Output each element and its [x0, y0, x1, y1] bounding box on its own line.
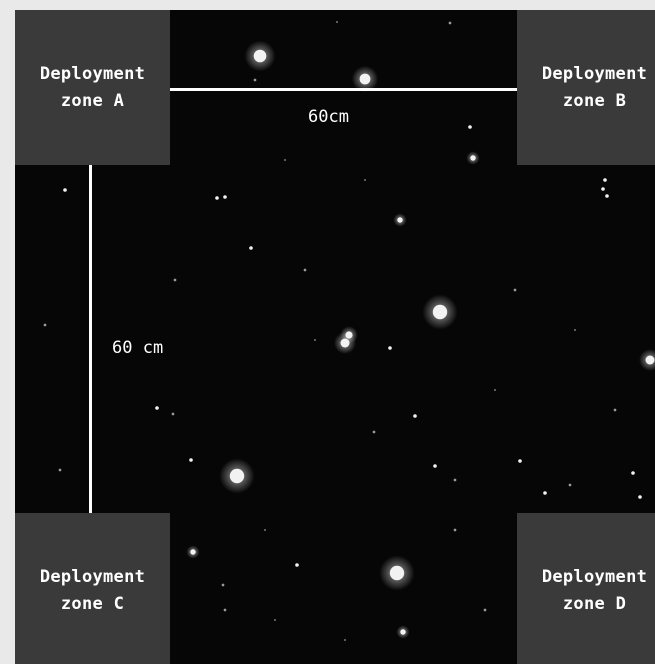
star — [413, 414, 417, 418]
star — [468, 125, 472, 129]
star — [494, 389, 496, 391]
star — [253, 78, 257, 82]
horizontal-measure-label: 60cm — [308, 107, 349, 127]
star — [568, 483, 572, 487]
zone-d-line2: zone D — [562, 593, 627, 614]
star — [433, 464, 437, 468]
star — [453, 478, 457, 482]
star — [58, 468, 62, 472]
deployment-zone-a: Deployment zone A — [15, 10, 170, 165]
horizontal-measure-line — [170, 88, 517, 91]
star — [295, 563, 299, 567]
star — [601, 187, 605, 191]
star — [513, 288, 517, 292]
zone-b-line2: zone B — [562, 90, 627, 111]
star — [244, 40, 276, 72]
star — [314, 339, 316, 341]
star — [189, 458, 193, 462]
star — [264, 529, 266, 531]
zone-c-line2: zone C — [60, 593, 125, 614]
star — [466, 151, 480, 165]
star — [603, 178, 607, 182]
star — [284, 159, 286, 161]
star — [173, 278, 177, 282]
star — [186, 545, 200, 559]
star — [605, 194, 609, 198]
star — [393, 213, 407, 227]
star — [274, 619, 276, 621]
deployment-zone-c: Deployment zone C — [15, 513, 170, 664]
deployment-zone-b: Deployment zone B — [517, 10, 655, 165]
star — [336, 21, 338, 23]
star — [574, 329, 576, 331]
star — [422, 294, 458, 330]
star — [223, 195, 227, 199]
star — [171, 412, 175, 416]
star — [379, 555, 415, 591]
star — [219, 458, 255, 494]
star-field-map: Deployment zone A Deployment zone B Depl… — [15, 10, 655, 664]
star — [396, 625, 410, 639]
zone-a-line1: Deployment — [39, 64, 146, 85]
star — [351, 65, 379, 93]
star — [223, 608, 227, 612]
star — [639, 349, 655, 371]
star — [543, 491, 547, 495]
vertical-measure-line — [89, 165, 92, 513]
star — [344, 639, 346, 641]
star — [388, 346, 392, 350]
star — [215, 196, 219, 200]
star — [448, 21, 452, 25]
star — [63, 188, 67, 192]
zone-a-line2: zone A — [60, 90, 125, 111]
star — [372, 430, 376, 434]
zone-c-line1: Deployment — [39, 567, 146, 588]
star — [453, 528, 457, 532]
star — [631, 471, 635, 475]
star — [483, 608, 487, 612]
star — [249, 246, 253, 250]
star — [340, 326, 358, 344]
star — [303, 268, 307, 272]
zone-b-line1: Deployment — [541, 64, 648, 85]
star — [221, 583, 225, 587]
star — [43, 323, 47, 327]
deployment-zone-d: Deployment zone D — [517, 513, 655, 664]
star — [518, 459, 522, 463]
vertical-measure-label: 60 cm — [112, 338, 164, 358]
star — [364, 179, 366, 181]
zone-d-line1: Deployment — [541, 567, 648, 588]
star — [613, 408, 617, 412]
star — [638, 495, 642, 499]
star — [155, 406, 159, 410]
